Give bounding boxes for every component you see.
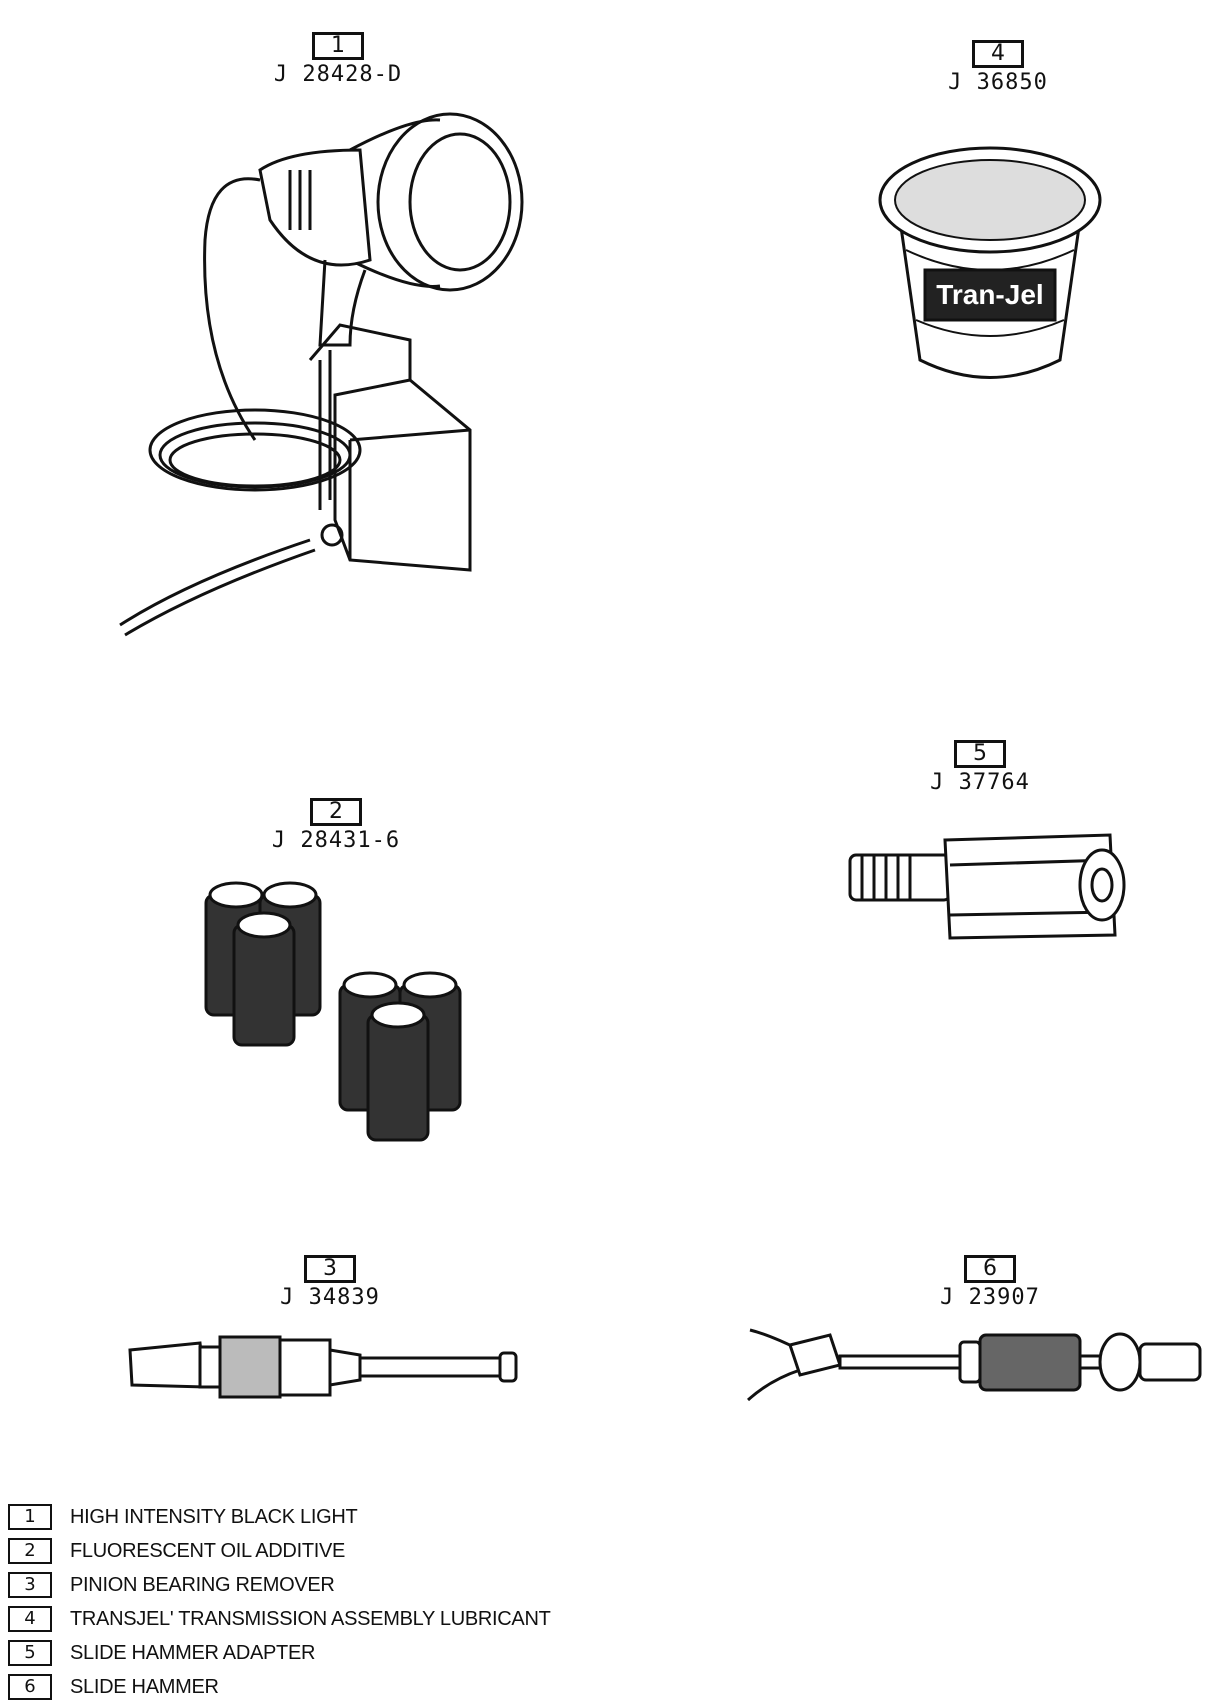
- tool-5-number-box: 5: [954, 740, 1006, 768]
- tool-4-label: 4 J 36850: [898, 40, 1098, 95]
- tool-1-number-box: 1: [312, 32, 364, 60]
- oil-additive-bottles-drawing: [204, 881, 462, 1142]
- tool-6-part-number: J 23907: [940, 1285, 1040, 1310]
- legend-item: 1 HIGH INTENSITY BLACK LIGHT: [8, 1500, 551, 1534]
- legend-item: 2 FLUORESCENT OIL ADDITIVE: [8, 1534, 551, 1568]
- tool-3-number-box: 3: [304, 1255, 356, 1283]
- legend-number-box: 2: [8, 1538, 52, 1564]
- legend-number-box: 6: [8, 1674, 52, 1700]
- tool-6-label: 6 J 23907: [890, 1255, 1090, 1310]
- legend-item: 3 PINION BEARING REMOVER: [8, 1568, 551, 1602]
- jar-brand-text: Tran-Jel: [936, 279, 1043, 310]
- legend-number-box: 5: [8, 1640, 52, 1666]
- tool-legend: 1 HIGH INTENSITY BLACK LIGHT 2 FLUORESCE…: [8, 1500, 551, 1704]
- legend-tool-name: TRANSJEL' TRANSMISSION ASSEMBLY LUBRICAN…: [70, 1607, 551, 1630]
- tool-3-label: 3 J 34839: [230, 1255, 430, 1310]
- tool-2-label: 2 J 28431-6: [236, 798, 436, 853]
- tool-4-part-number: J 36850: [948, 70, 1048, 95]
- slide-hammer-drawing: [746, 1328, 1202, 1402]
- legend-tool-name: FLUORESCENT OIL ADDITIVE: [70, 1539, 346, 1562]
- legend-item: 5 SLIDE HAMMER ADAPTER: [8, 1636, 551, 1670]
- tool-2-part-number: J 28431-6: [271, 828, 401, 853]
- pinion-bearing-remover-drawing: [128, 1335, 518, 1399]
- lubricant-jar-drawing: Tran-Jel: [878, 146, 1102, 379]
- tool-1-part-number: J 28428-D: [273, 62, 403, 87]
- tool-4-number-box: 4: [972, 40, 1024, 68]
- legend-tool-name: SLIDE HAMMER: [70, 1675, 219, 1698]
- tool-3-part-number: J 34839: [280, 1285, 380, 1310]
- legend-number-box: 4: [8, 1606, 52, 1632]
- tool-5-label: 5 J 37764: [880, 740, 1080, 795]
- tool-1-label: 1 J 28428-D: [238, 32, 438, 87]
- legend-item: 6 SLIDE HAMMER: [8, 1670, 551, 1704]
- black-light-drawing: [119, 112, 524, 637]
- tool-5-part-number: J 37764: [930, 770, 1030, 795]
- tool-2-number-box: 2: [310, 798, 362, 826]
- legend-tool-name: SLIDE HAMMER ADAPTER: [70, 1641, 316, 1664]
- legend-tool-name: HIGH INTENSITY BLACK LIGHT: [70, 1505, 358, 1528]
- legend-number-box: 1: [8, 1504, 52, 1530]
- legend-item: 4 TRANSJEL' TRANSMISSION ASSEMBLY LUBRIC…: [8, 1602, 551, 1636]
- slide-hammer-adapter-drawing: [848, 833, 1126, 940]
- legend-tool-name: PINION BEARING REMOVER: [70, 1573, 335, 1596]
- legend-number-box: 3: [8, 1572, 52, 1598]
- tool-6-number-box: 6: [964, 1255, 1016, 1283]
